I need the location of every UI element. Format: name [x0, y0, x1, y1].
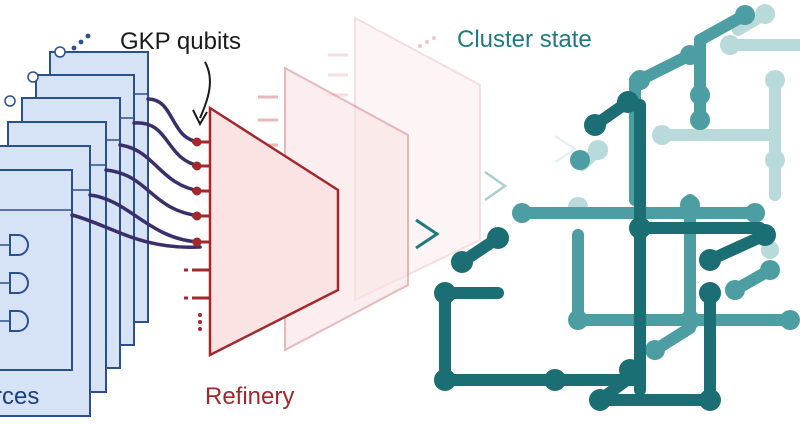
- ellipsis-dot: [78, 39, 84, 45]
- refinery-front: [184, 105, 440, 358]
- ellipsis-dot: [85, 33, 91, 39]
- cluster-lattice-dark: [434, 91, 776, 411]
- ellipsis-dot: [71, 45, 77, 51]
- panel-node: [54, 46, 66, 58]
- gkp-qubits-label: GKP qubits: [120, 28, 241, 55]
- detector-icon: [9, 310, 29, 332]
- source-wires: [70, 97, 202, 249]
- panel-node: [27, 71, 39, 83]
- gkp-pointer-arrow: [192, 61, 211, 127]
- refinery-dashed-inputs: [184, 268, 210, 300]
- sources-label: rces: [0, 383, 40, 410]
- ellipsis-dots: [198, 313, 202, 331]
- cluster-state-label: Cluster state: [457, 26, 592, 53]
- detector-icon: [9, 234, 29, 256]
- source-panel-front: [0, 169, 73, 371]
- refinery-label: Refinery: [205, 383, 295, 410]
- panel-node: [4, 95, 16, 107]
- arrow-head: [415, 218, 440, 250]
- source-panels: [0, 33, 149, 417]
- refinery-input-dots: [192, 137, 202, 247]
- detector-icon: [9, 272, 29, 294]
- cluster-lattice-mid: [512, 5, 800, 360]
